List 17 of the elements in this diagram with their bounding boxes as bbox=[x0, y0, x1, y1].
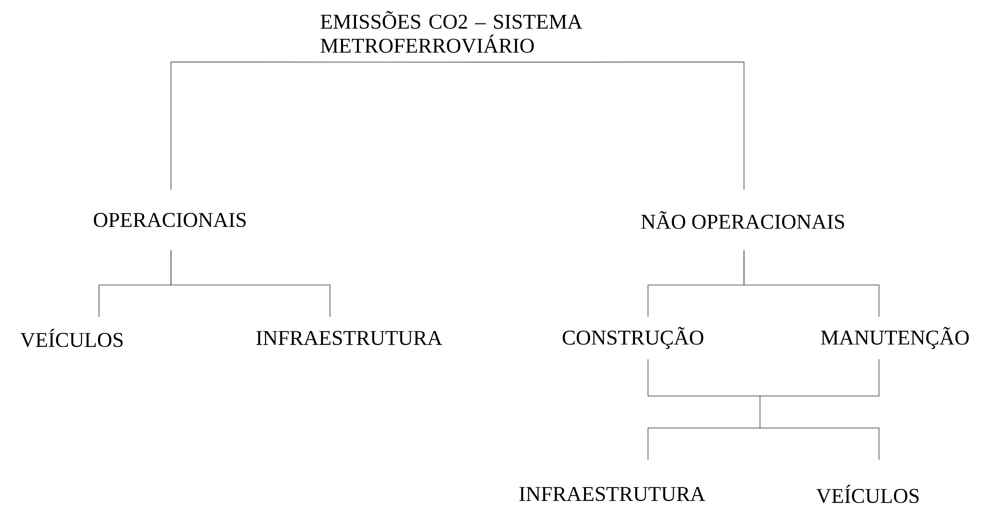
heading-text: EMISSÕES CO2 – SISTEMA METROFERROVIÁRIO bbox=[320, 11, 582, 53]
connector-line bbox=[484, 62, 744, 190]
connector-line bbox=[760, 358, 880, 396]
connector-line bbox=[648, 358, 760, 396]
category-label: OPERACIONAIS bbox=[94, 212, 246, 228]
category-label: INFRAESTRUTURA bbox=[256, 330, 442, 346]
connector-line bbox=[170, 250, 330, 318]
category-label: MANUTENÇÃO bbox=[820, 326, 969, 350]
connector-line bbox=[744, 250, 880, 318]
category-label: INFRAESTRUTURA bbox=[519, 486, 706, 502]
connector-line bbox=[170, 62, 486, 190]
category-label: VEÍCULOS bbox=[816, 484, 919, 504]
category-label: NÃO OPERACIONAIS bbox=[641, 211, 844, 229]
category-label: VEÍCULOS bbox=[20, 328, 123, 348]
connector-line bbox=[760, 428, 880, 460]
category-label: CONSTRUÇÃO bbox=[562, 326, 704, 350]
connector-line bbox=[648, 428, 760, 460]
